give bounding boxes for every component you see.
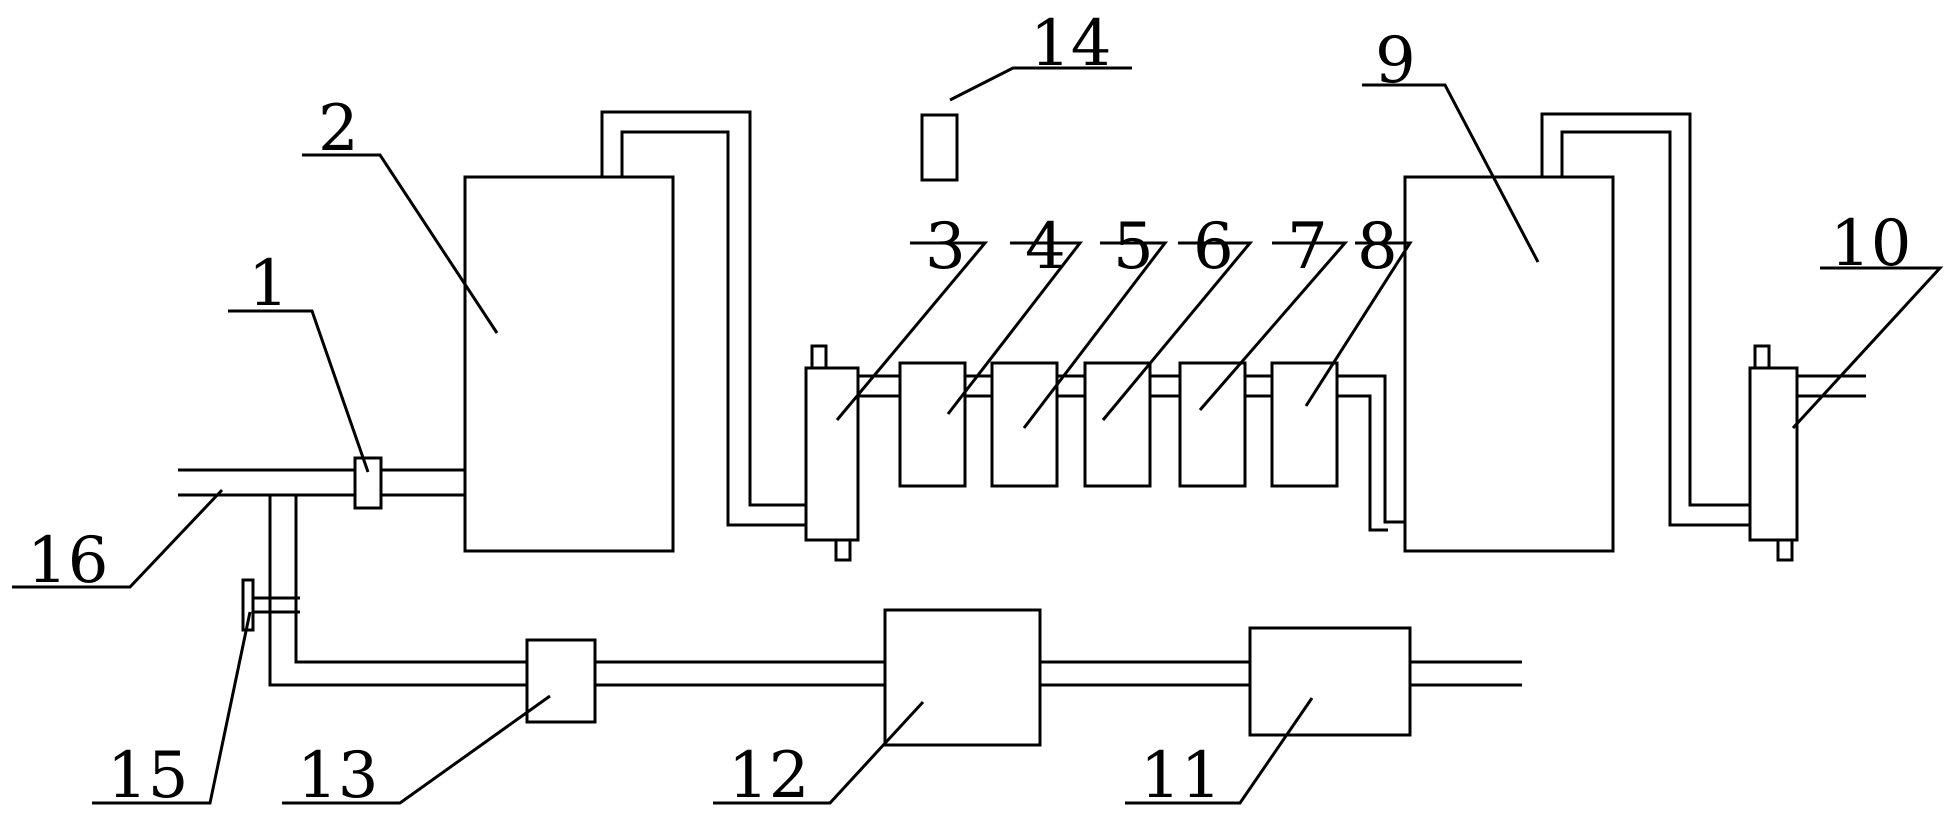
leader-11 [1125,697,1314,805]
valve-15-handle [241,578,255,632]
leader-10 [1791,266,1944,430]
filter-10-top-cap [1753,344,1771,370]
leader-2 [302,153,499,334]
unit-6 [1083,361,1152,488]
label-1: 1 [248,247,289,321]
components [241,113,1799,747]
filter-3-top-cap [810,344,828,370]
tank-2 [463,175,675,553]
tank-9-loop-pipe [1540,112,1750,527]
leader-15 [92,611,252,805]
label-11: 11 [1140,739,1221,813]
label-7: 7 [1287,210,1328,284]
filter-3-bottom-cap [834,538,852,562]
inlet-pipe [178,468,465,497]
label-16: 16 [27,524,108,598]
outlet-pipe [1797,374,1866,398]
leader-lines [12,66,1944,805]
label-10: 10 [1830,207,1911,281]
pipes [178,110,1866,687]
valve-1 [353,456,383,510]
filter-10 [1748,366,1799,542]
leader-12 [713,700,925,805]
tank-2-loop-pipe [600,110,806,527]
valve-15-stem [248,596,300,614]
leader-9 [1362,83,1540,263]
leader-1 [228,309,370,473]
label-8: 8 [1357,210,1398,284]
tank-9 [1403,175,1615,553]
part-labels: 1 2 3 4 5 6 7 8 9 10 11 12 13 14 15 16 [27,7,1911,813]
label-6: 6 [1193,210,1234,284]
leader-14 [949,66,1132,102]
label-14: 14 [1030,7,1111,81]
leader-16 [12,488,224,589]
leader-8 [1304,241,1413,407]
leader-5 [1022,241,1169,429]
label-3: 3 [925,210,966,284]
sensor-14 [920,113,959,182]
label-13: 13 [297,739,378,813]
label-4: 4 [1025,210,1066,284]
valve-13 [525,638,597,724]
unit-12 [883,608,1042,747]
unit-7 [1178,361,1247,488]
leader-3 [835,241,989,421]
unit-8 [1270,361,1339,488]
unit-4 [898,361,967,488]
filter-3 [804,366,860,542]
leader-7 [1198,241,1349,411]
unit-11 [1248,626,1412,737]
label-15: 15 [107,739,188,813]
label-5: 5 [1113,210,1154,284]
leader-6 [1101,241,1254,421]
label-2: 2 [318,92,359,166]
filter-10-bottom-cap [1776,538,1794,562]
label-9: 9 [1375,24,1416,98]
leader-13 [282,694,551,805]
unit-5 [990,361,1059,488]
leader-4 [946,241,1084,415]
branch-pipe [268,495,1522,687]
label-12: 12 [728,739,809,813]
